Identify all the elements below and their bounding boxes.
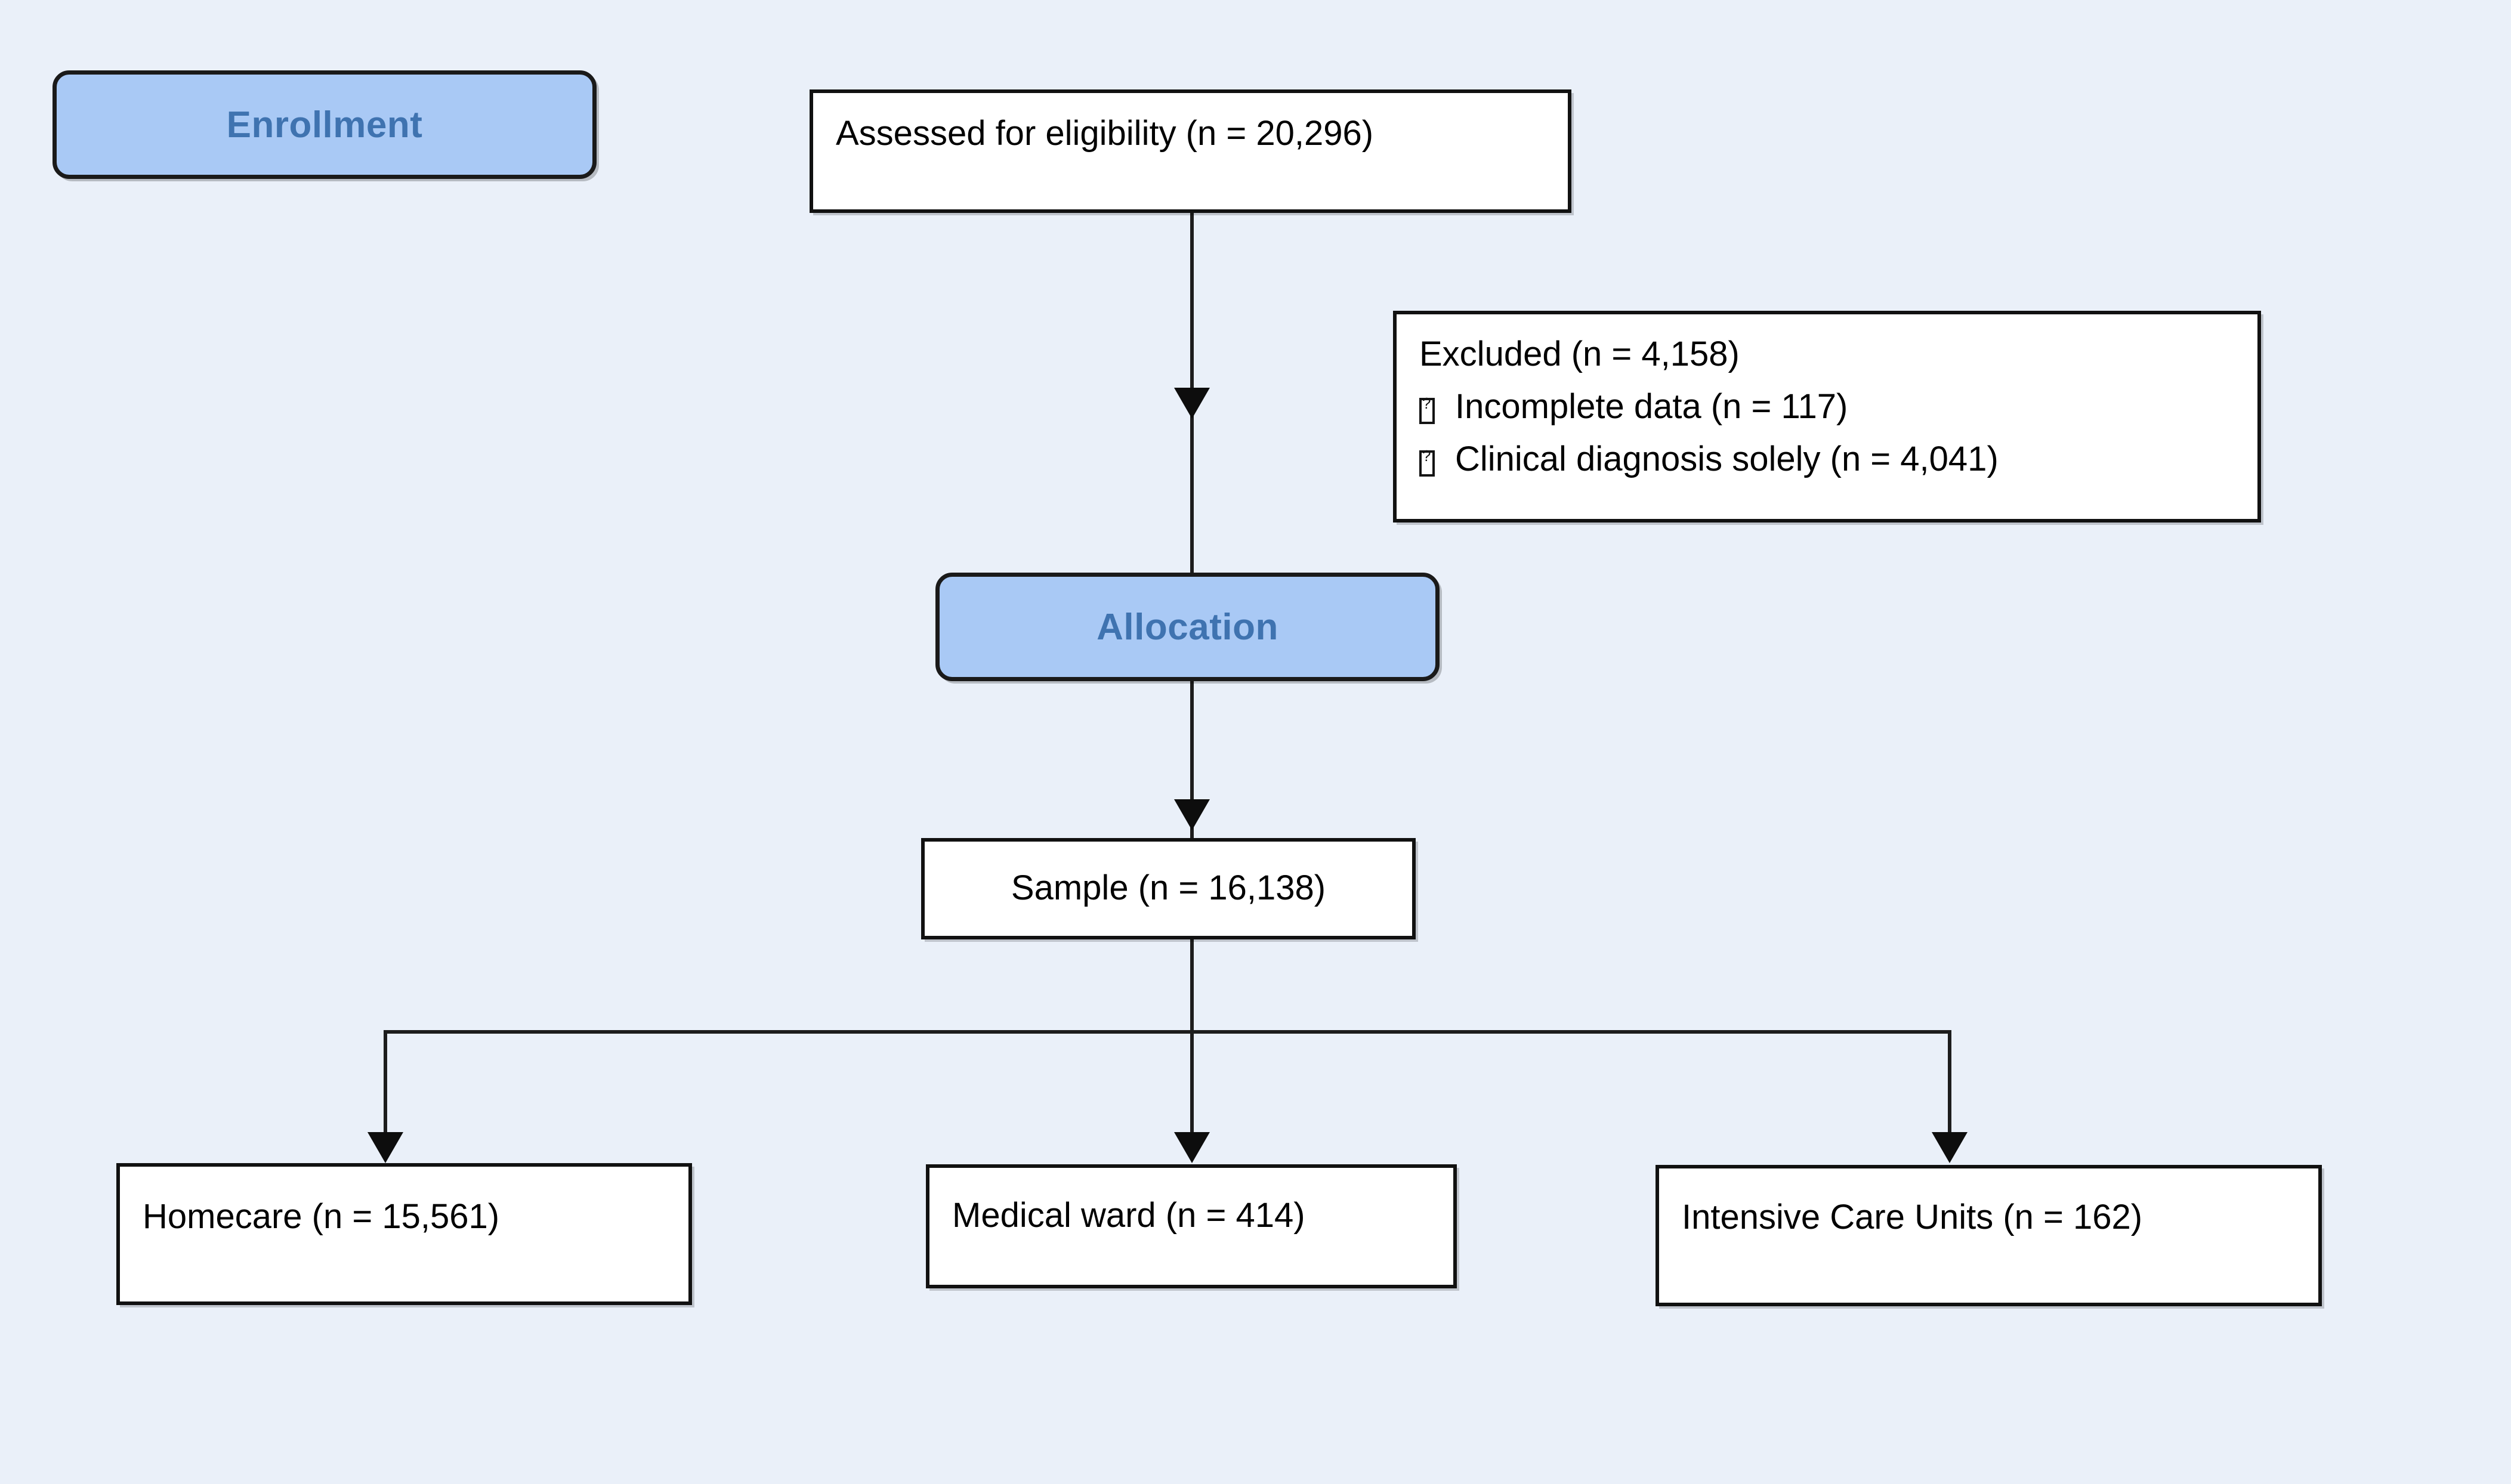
connector-branch-medical-ward — [1190, 1030, 1194, 1158]
node-medical-ward-label: Medical ward (n = 414) — [952, 1196, 1305, 1235]
node-excluded: Excluded (n = 4,158) Incomplete data (n … — [1393, 311, 2261, 523]
node-homecare: Homecare (n = 15,561) — [116, 1163, 692, 1305]
stage-badge-enrollment-label: Enrollment — [226, 104, 423, 146]
stage-badge-allocation-label: Allocation — [1097, 606, 1278, 648]
node-icu-label: Intensive Care Units (n = 162) — [1682, 1198, 2143, 1236]
arrowhead-assessed-to-allocation — [1174, 388, 1210, 419]
connector-branch-icu — [1948, 1030, 1951, 1158]
node-excluded-reason-item: Incomplete data (n = 117) — [1419, 389, 2247, 424]
node-icu: Intensive Care Units (n = 162) — [1656, 1165, 2322, 1306]
node-sample: Sample (n = 16,138) — [921, 838, 1416, 939]
stage-badge-allocation: Allocation — [935, 573, 1440, 681]
tofu-bullet-icon — [1419, 448, 1435, 477]
node-excluded-content: Excluded (n = 4,158) Incomplete data (n … — [1419, 337, 2247, 494]
arrowhead-allocation-to-sample — [1174, 799, 1210, 830]
node-excluded-heading: Excluded (n = 4,158) — [1419, 335, 1740, 373]
connector-sample-stem — [1190, 939, 1194, 1032]
node-homecare-label: Homecare (n = 15,561) — [143, 1197, 500, 1236]
arrowhead-branch-medical-ward — [1174, 1132, 1210, 1163]
connector-split-horizontal — [384, 1030, 1950, 1034]
node-sample-label: Sample (n = 16,138) — [1011, 868, 1326, 907]
node-excluded-reason-item: Clinical diagnosis solely (n = 4,041) — [1419, 442, 2247, 477]
node-excluded-reason-label: Clinical diagnosis solely (n = 4,041) — [1455, 440, 1999, 478]
node-excluded-reason-label: Incomplete data (n = 117) — [1455, 387, 1848, 426]
arrowhead-branch-homecare — [367, 1132, 403, 1163]
connector-branch-homecare — [384, 1030, 387, 1158]
connector-allocation-to-sample — [1190, 681, 1194, 838]
arrowhead-branch-icu — [1932, 1132, 1968, 1163]
node-medical-ward: Medical ward (n = 414) — [926, 1164, 1457, 1288]
node-assessed-for-eligibility: Assessed for eligibility (n = 20,296) — [810, 89, 1571, 213]
tofu-bullet-icon — [1419, 395, 1435, 424]
node-assessed-for-eligibility-label: Assessed for eligibility (n = 20,296) — [836, 114, 1374, 153]
stage-badge-enrollment: Enrollment — [52, 70, 597, 179]
